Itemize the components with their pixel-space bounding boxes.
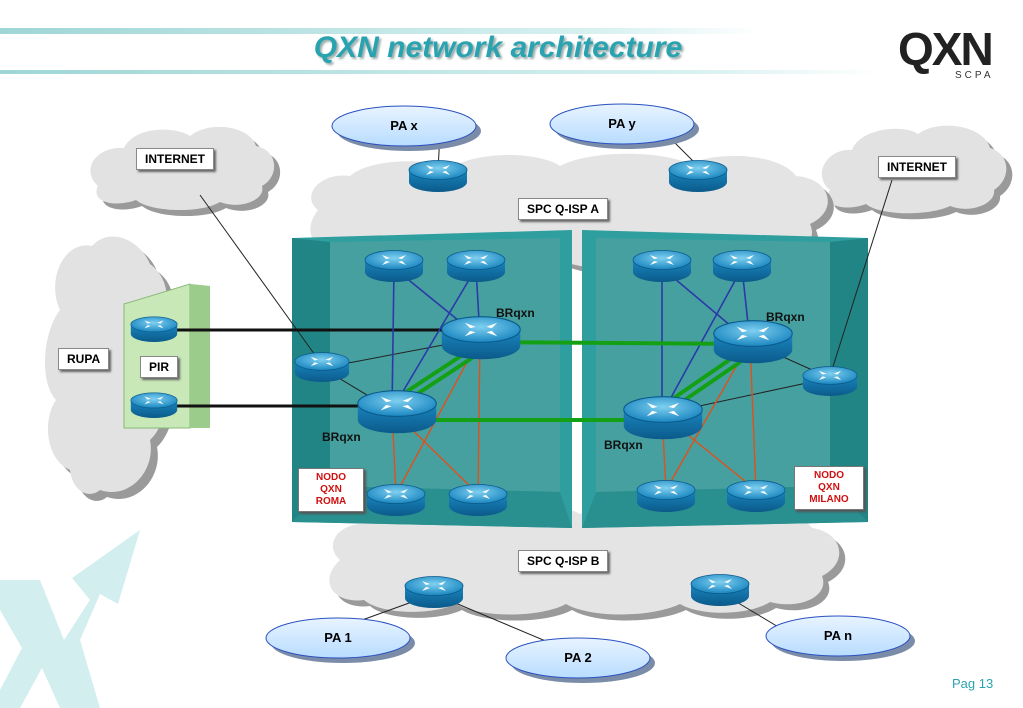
pa-n-ellipse (765, 615, 915, 661)
nodo-milano-label: NODO QXN MILANO (794, 466, 864, 510)
pa-1-ellipse (265, 617, 415, 663)
router-roma-bottom-right-icon (448, 484, 508, 517)
router-br-milano-bottom-icon (623, 396, 703, 440)
pa-2-label: PA 2 (564, 650, 592, 665)
router-roma-bottom-left-icon (366, 484, 426, 517)
page-number: Pag 13 (952, 676, 994, 691)
router-roma-top-right-icon (446, 250, 506, 283)
router-spc-b-left-icon (404, 576, 464, 609)
br-milano-bottom-label: BRqxn (604, 438, 643, 452)
router-internet-roma-icon (294, 352, 350, 383)
router-milano-top-right-icon (712, 250, 772, 283)
router-pa-y-icon (668, 160, 728, 193)
nodo-roma-line1: NODO (316, 472, 346, 483)
nodo-milano-line1: NODO (814, 470, 844, 481)
pa-y-label: PA y (608, 116, 636, 131)
pa-2-ellipse (505, 637, 655, 683)
nodo-milano-line3: MILANO (809, 494, 849, 505)
watermark-x-arrow (0, 530, 140, 708)
pa-x-label: PA x (390, 118, 418, 133)
nodo-roma-label: NODO QXN ROMA (298, 468, 364, 512)
router-br-milano-top-icon (713, 320, 793, 364)
qxn-logo-subtitle: SCPA (955, 70, 994, 81)
cloud-internet-left (90, 126, 281, 217)
router-milano-bottom-left-icon (636, 480, 696, 513)
qxn-logo: QXN (898, 23, 994, 75)
br-milano-top-label: BRqxn (766, 310, 805, 324)
br-roma-bottom-label: BRqxn (322, 430, 361, 444)
title-underline-bottom (0, 70, 880, 74)
pir-links (176, 328, 480, 408)
router-br-roma-top-icon (441, 316, 521, 360)
internet-right-label: INTERNET (878, 156, 956, 178)
pir-label: PIR (140, 356, 179, 378)
rupa-label: RUPA (58, 348, 110, 370)
nodo-roma-line2: QXN (320, 484, 342, 495)
nodo-milano-line2: QXN (818, 482, 840, 493)
br-roma-top-label: BRqxn (496, 306, 535, 320)
router-roma-top-left-icon (364, 250, 424, 283)
pa-1-label: PA 1 (324, 630, 352, 645)
router-milano-top-left-icon (632, 250, 692, 283)
spc-b-label: SPC Q-ISP B (518, 550, 609, 572)
router-internet-milano-icon (802, 366, 858, 397)
green-links (392, 340, 751, 422)
nodo-roma-line3: ROMA (315, 496, 347, 507)
router-br-roma-bottom-icon (357, 390, 437, 434)
router-milano-bottom-right-icon (726, 480, 786, 513)
title-underline-top (0, 28, 760, 34)
router-pir-top-icon (130, 316, 178, 343)
router-pir-bottom-icon (130, 392, 178, 419)
router-spc-b-right-icon (690, 574, 750, 607)
pa-x-ellipse (331, 105, 481, 151)
router-pa-x-icon (408, 160, 468, 193)
pa-n-label: PA n (823, 628, 853, 643)
spc-a-label: SPC Q-ISP A (518, 198, 609, 220)
internet-left-label: INTERNET (136, 148, 214, 170)
pa-y-ellipse (549, 103, 699, 149)
page-title: QXN network architecture (313, 31, 683, 64)
